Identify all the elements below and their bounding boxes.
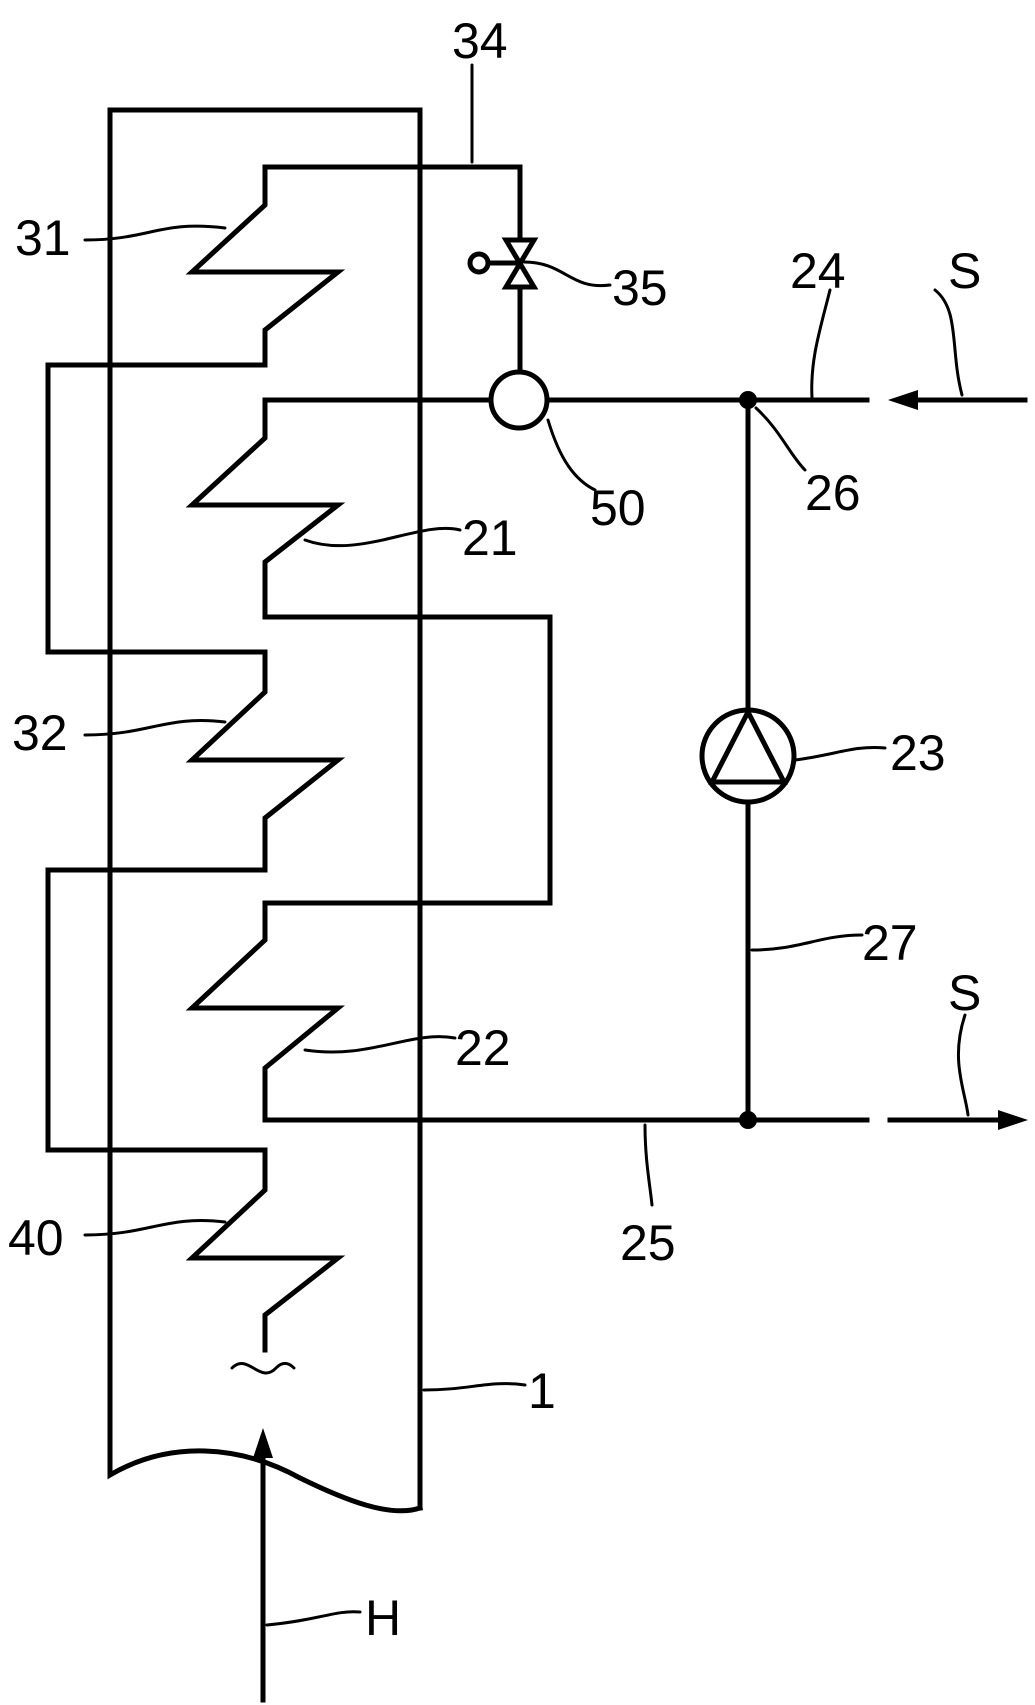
label-22: 22 <box>455 1020 511 1076</box>
label-35: 35 <box>612 260 668 316</box>
hot-gas-arrow <box>253 1428 273 1700</box>
leader-lines <box>85 65 968 1625</box>
mixer-50 <box>491 372 547 428</box>
label-31: 31 <box>15 210 71 266</box>
junction-25 <box>739 1111 757 1129</box>
economizer-22 <box>192 903 867 1120</box>
label-50: 50 <box>590 480 646 536</box>
label-s-out: S <box>948 965 981 1021</box>
stream-out-arrow <box>890 1110 1028 1130</box>
label-40: 40 <box>8 1210 64 1266</box>
label-s-in: S <box>948 243 981 299</box>
break-mark <box>232 1363 294 1373</box>
shell-casing <box>110 110 420 1511</box>
label-25: 25 <box>620 1215 676 1271</box>
junction-26 <box>739 391 757 409</box>
coil-32 <box>192 652 338 870</box>
coil-40 <box>192 1150 338 1350</box>
label-26: 26 <box>805 465 861 521</box>
label-34: 34 <box>452 13 508 69</box>
label-24: 24 <box>790 243 846 299</box>
label-21: 21 <box>462 510 518 566</box>
label-1: 1 <box>528 1363 556 1419</box>
loop-31-32 <box>48 365 265 652</box>
stream-in-arrow <box>888 390 1025 410</box>
pump-23 <box>702 710 794 802</box>
label-27: 27 <box>862 915 918 971</box>
label-23: 23 <box>890 725 946 781</box>
label-h: H <box>365 1590 401 1646</box>
label-32: 32 <box>12 705 68 761</box>
